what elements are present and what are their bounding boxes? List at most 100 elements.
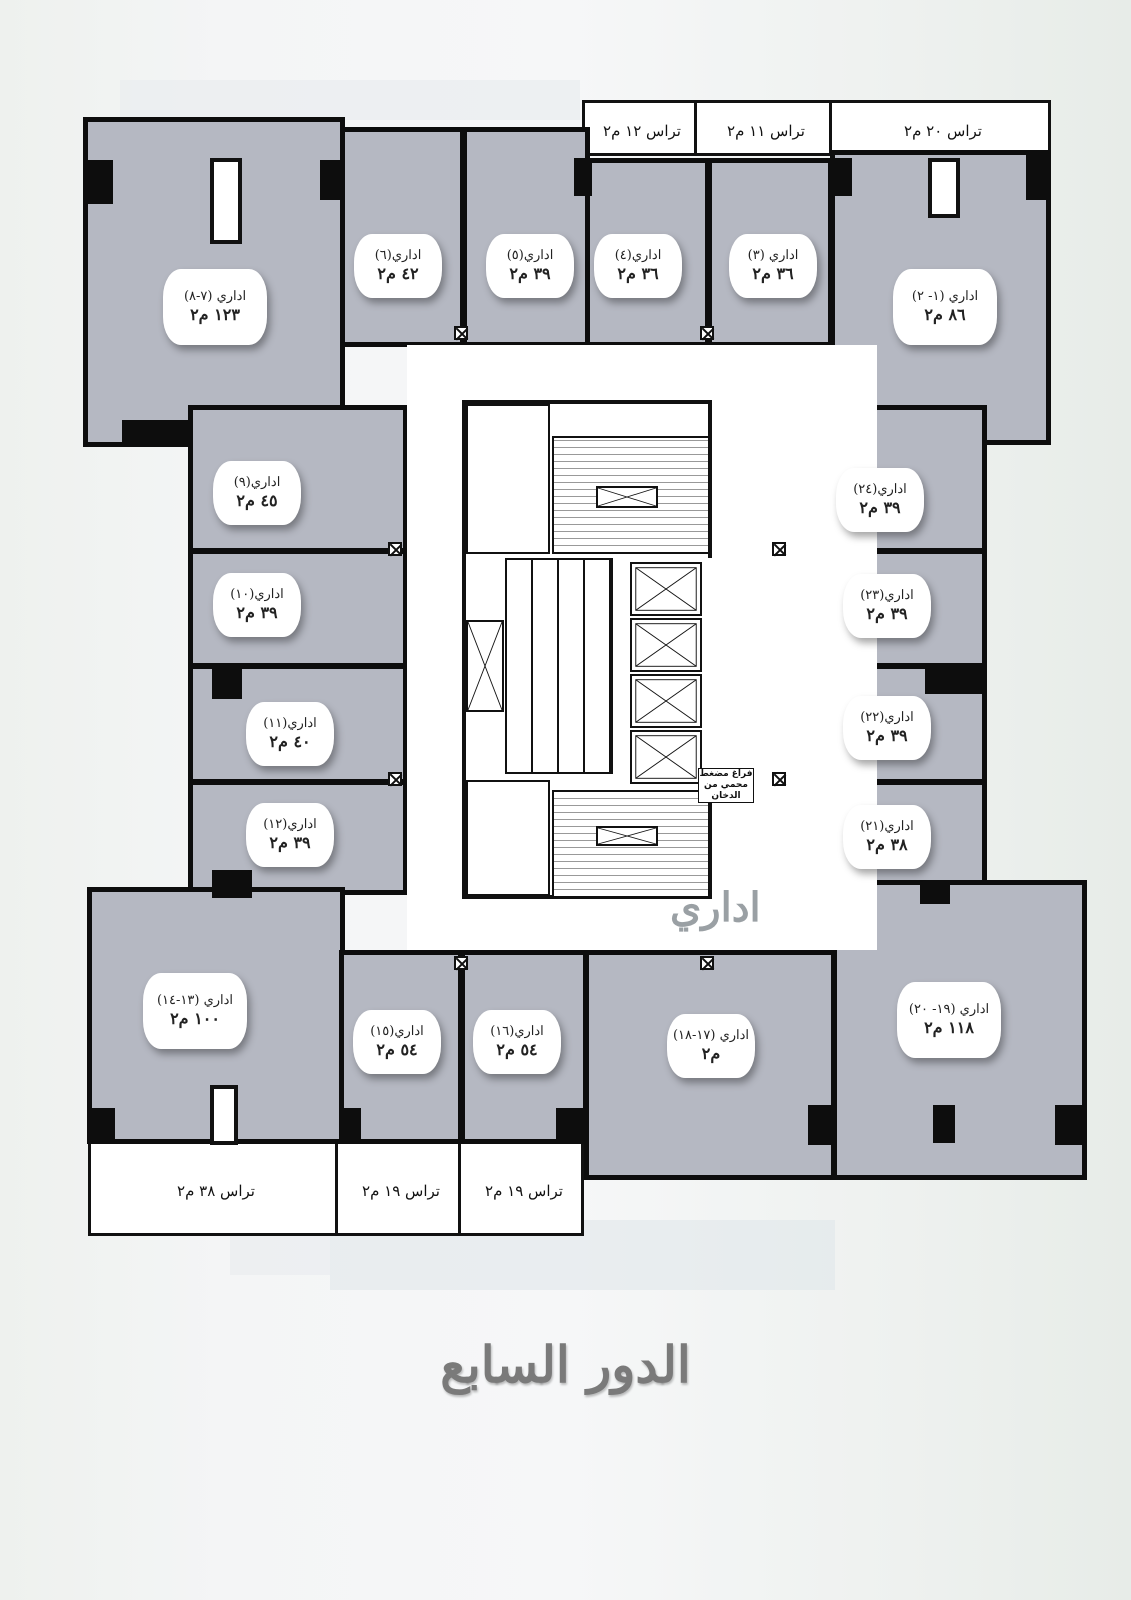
column (87, 1108, 115, 1144)
terrace-label: تراس ٢٠ م٢ (904, 122, 982, 140)
elevator-2 (630, 618, 702, 672)
unit-number: اداري(٢٤) (853, 481, 907, 497)
terrace-label: تراس ١٢ م٢ (603, 122, 681, 140)
unit-area: ٣٩ م٢ (509, 264, 551, 284)
unit-area: ١٢٣ م٢ (190, 305, 240, 325)
terrace-bottom-2: تراس ١٩ م٢ (335, 1140, 461, 1236)
unit-number: اداري (١- ٢) (911, 288, 979, 304)
unit-area: ٨٦ م٢ (924, 305, 966, 325)
elevator-3 (630, 674, 702, 728)
unit-number: اداري(٤) (614, 247, 662, 263)
unit-number: اداري(٥) (506, 247, 554, 263)
column (320, 160, 342, 200)
core-wall (708, 770, 712, 898)
shaft-door-marker (700, 326, 714, 340)
unit-label-11: اداري(١١)٤٠ م٢ (246, 702, 334, 766)
unit-number: اداري (٣) (747, 247, 799, 263)
unit-label-5: اداري(٥)٣٩ م٢ (486, 234, 574, 298)
terrace-label: تراس ١١ م٢ (727, 122, 805, 140)
unit-label-22: اداري(٢٢)٣٩ م٢ (843, 696, 931, 760)
toilets-block (505, 558, 613, 774)
column (925, 664, 987, 694)
unit-number: اداري(١٥) (370, 1023, 424, 1039)
unit-area: ١١٨ م٢ (924, 1018, 974, 1038)
core-wall (708, 400, 712, 558)
column (808, 1105, 836, 1145)
shaft-door-marker (772, 542, 786, 556)
unit-number: اداري(٢٣) (860, 587, 914, 603)
unit-label-23: اداري(٢٣)٣٩ م٢ (843, 574, 931, 638)
unit-area: ١٠٠ م٢ (170, 1009, 220, 1029)
unit-number: اداري(١٠) (230, 586, 284, 602)
unit-area: ٣٩ م٢ (866, 726, 908, 746)
terrace-label: تراس ٣٨ م٢ (177, 1182, 255, 1200)
corridor-extension (407, 345, 877, 405)
terrace-bottom-3: تراس ١٩ م٢ (458, 1140, 584, 1236)
unit-number: اداري(٦) (374, 247, 422, 263)
unit-label-19-20: اداري (١٩- ٢٠)١١٨ م٢ (897, 982, 1001, 1058)
unit-area: ٣٩ م٢ (236, 603, 278, 623)
unit-label-13-14: اداري (١٣-١٤)١٠٠ م٢ (143, 973, 247, 1049)
service-room-south (466, 780, 550, 896)
core-label: اداري (670, 884, 761, 931)
terrace-label: تراس ١٩ م٢ (362, 1182, 440, 1200)
terrace-top-2: تراس ١١ م٢ (694, 100, 832, 156)
column (1055, 1105, 1082, 1145)
column (212, 664, 242, 699)
column (1026, 150, 1051, 200)
unit-label-1-2: اداري (١- ٢)٨٦ م٢ (893, 269, 997, 345)
stair-landing-north (596, 486, 658, 508)
column (212, 870, 252, 898)
unit-area: م٢ (701, 1044, 721, 1064)
unit-label-9: اداري(٩)٤٥ م٢ (213, 461, 301, 525)
unit-area: ٣٩ م٢ (269, 833, 311, 853)
column (339, 1108, 361, 1144)
unit-label-10: اداري(١٠)٣٩ م٢ (213, 573, 301, 637)
shaft-door-marker (388, 542, 402, 556)
unit-area: ٣٦ م٢ (617, 264, 659, 284)
unit-number: اداري (١٩- ٢٠) (908, 1001, 990, 1017)
duct-shaft (928, 158, 960, 218)
unit-number: اداري(٩) (233, 474, 281, 490)
column (122, 420, 192, 447)
unit-area: ٤٢ م٢ (377, 264, 419, 284)
unit-number: اداري(٢٢) (860, 709, 914, 725)
unit-area: ٣٩ م٢ (866, 604, 908, 624)
unit-area: ٣٩ م٢ (859, 498, 901, 518)
terrace-bottom-1: تراس ٣٨ م٢ (88, 1140, 338, 1236)
unit-area: ٥٤ م٢ (376, 1040, 418, 1060)
elevator-1 (630, 562, 702, 616)
terrace-top-1: تراس ١٢ م٢ (582, 100, 697, 156)
core-wall (462, 400, 466, 898)
column (556, 1108, 586, 1144)
unit-area: ٥٤ م٢ (496, 1040, 538, 1060)
unit-label-4: اداري(٤)٣٦ م٢ (594, 234, 682, 298)
shaft-door-marker (700, 956, 714, 970)
background-building-photo (120, 80, 580, 120)
column (574, 158, 592, 196)
unit-area: ٤٥ م٢ (236, 491, 278, 511)
unit-number: اداري(١٦) (490, 1023, 544, 1039)
shaft-door-marker (772, 772, 786, 786)
column (83, 160, 113, 204)
shaft-door-marker (454, 326, 468, 340)
stair-pressurized-note: فراغ مضغط محمي من الدخان (698, 768, 754, 803)
service-room (466, 404, 550, 554)
column (830, 158, 852, 196)
column (920, 880, 950, 904)
floor-title: الدور السابع (440, 1335, 691, 1394)
core-wall (462, 400, 712, 404)
unit-label-24: اداري(٢٤)٣٩ م٢ (836, 468, 924, 532)
unit-number: اداري (١٧-١٨) (672, 1027, 750, 1043)
unit-number: اداري (٧-٨) (183, 288, 247, 304)
unit-number: اداري(٢١) (860, 818, 914, 834)
unit-label-15: اداري(١٥)٥٤ م٢ (353, 1010, 441, 1074)
unit-label-7-8: اداري (٧-٨)١٢٣ م٢ (163, 269, 267, 345)
unit-label-17-18: اداري (١٧-١٨)م٢ (667, 1014, 755, 1078)
unit-number: اداري (١٣-١٤) (156, 992, 234, 1008)
column (933, 1105, 955, 1143)
elevator-4 (630, 730, 702, 784)
unit-number: اداري(١١) (263, 715, 317, 731)
shaft-door-marker (388, 772, 402, 786)
unit-label-3: اداري (٣)٣٦ م٢ (729, 234, 817, 298)
